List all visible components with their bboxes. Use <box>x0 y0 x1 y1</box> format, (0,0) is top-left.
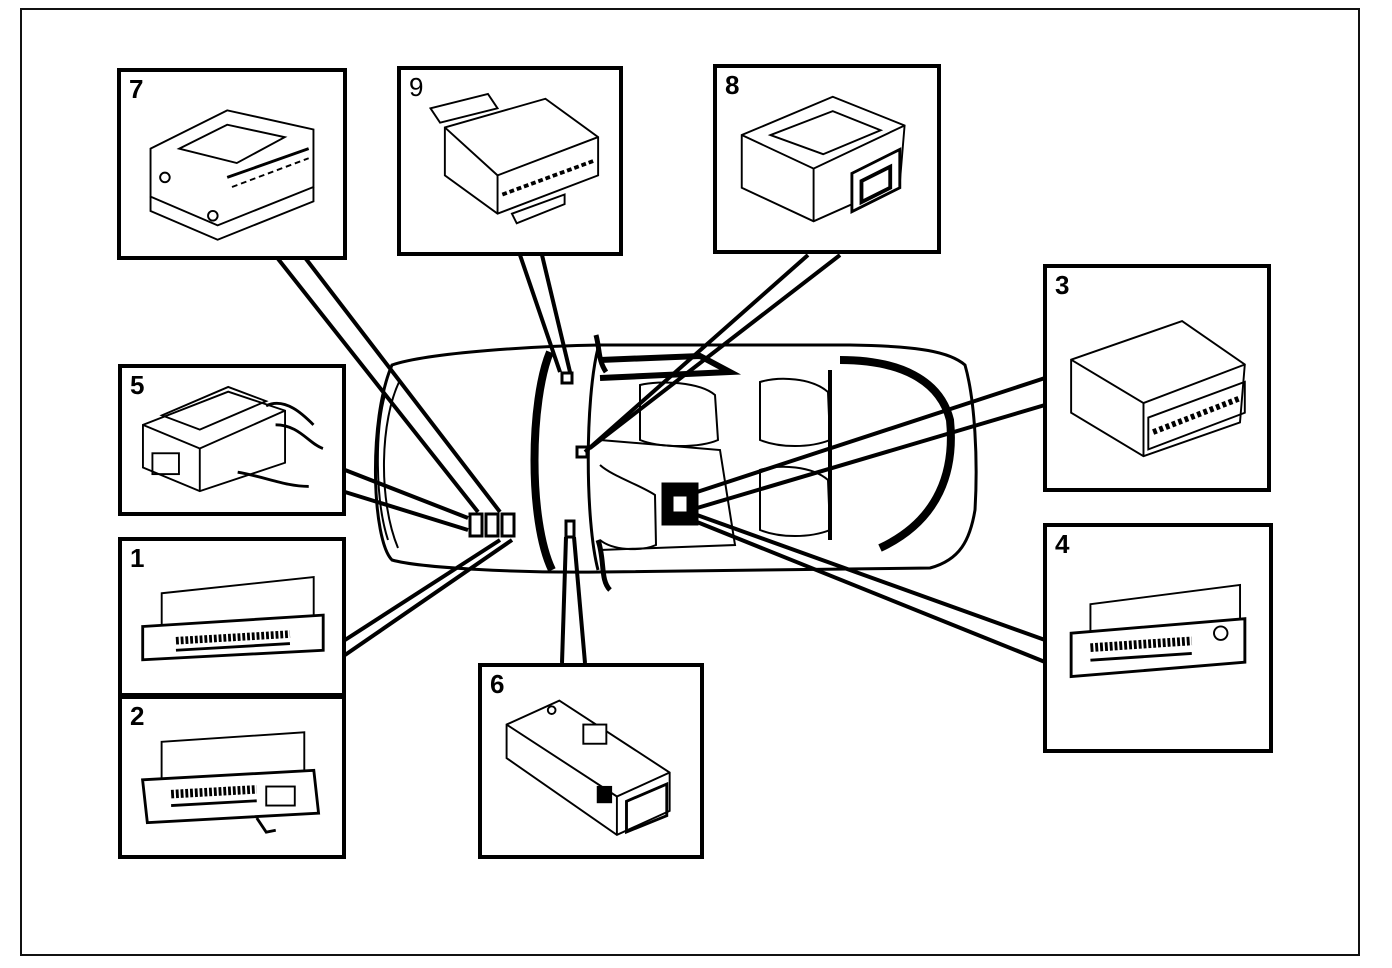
panel-1: 1 <box>118 537 346 697</box>
panel-3: 3 <box>1043 264 1271 492</box>
panel-label: 4 <box>1055 529 1070 559</box>
module-illustration-6 <box>505 699 671 836</box>
panel-label: 7 <box>129 74 144 104</box>
module-illustration-4 <box>1069 583 1247 679</box>
panel-9: 9 <box>397 66 623 256</box>
panel-8: 8 <box>713 64 941 254</box>
panel-4: 4 <box>1043 523 1273 753</box>
module-illustration-5 <box>142 385 324 493</box>
panel-label: 6 <box>490 669 505 699</box>
module-illustration-8 <box>740 95 906 223</box>
module-illustration-7 <box>149 109 315 241</box>
panel-6: 6 <box>478 663 704 859</box>
panel-label: 2 <box>130 701 145 731</box>
panel-label: 9 <box>409 72 424 102</box>
panel-label: 8 <box>725 70 740 100</box>
panel-5: 5 <box>118 364 346 516</box>
panel-2: 2 <box>118 695 346 859</box>
diagram-frame <box>20 8 1360 956</box>
module-illustration-2 <box>141 731 321 834</box>
panel-label: 1 <box>130 543 145 573</box>
leader-lines <box>273 253 1046 664</box>
module-illustration-3 <box>1070 319 1246 458</box>
module-illustration-9 <box>428 92 600 225</box>
panel-7: 7 <box>117 68 347 260</box>
module-illustration-1 <box>141 576 325 662</box>
component-markers <box>468 371 699 539</box>
panel-label: 5 <box>130 370 145 400</box>
panel-label: 3 <box>1055 270 1070 300</box>
